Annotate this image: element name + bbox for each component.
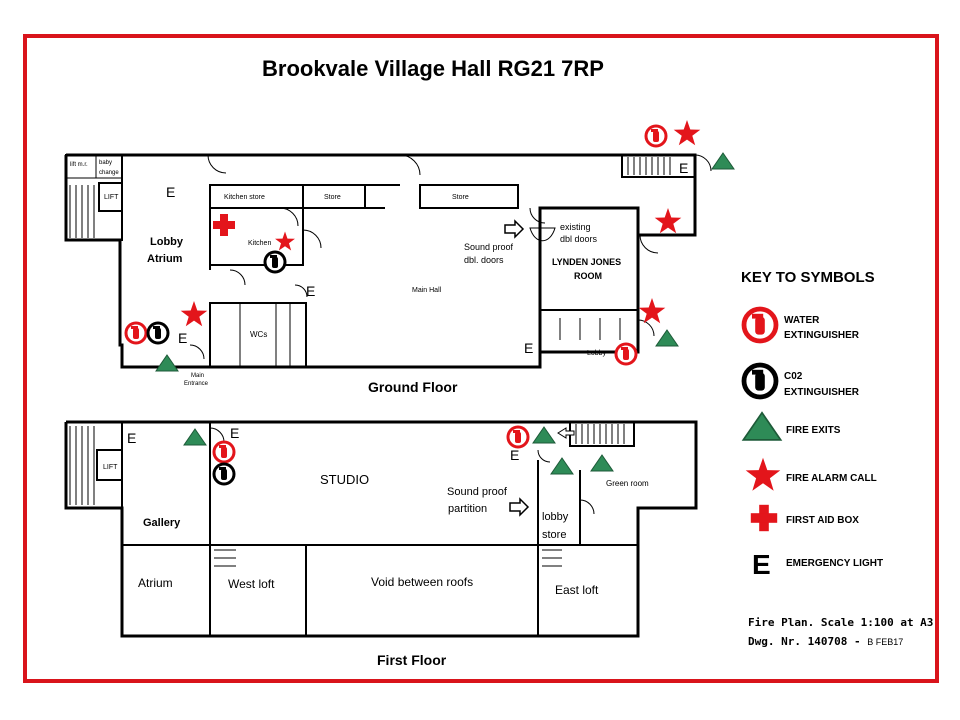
fire-alarm-call-icon	[654, 208, 682, 234]
emergency-light-icon: E	[679, 160, 688, 176]
fire-alarm-call-icon	[638, 298, 666, 324]
label-sound-proof-1: Sound proof	[464, 242, 514, 252]
emergency-light-icon: E	[524, 340, 533, 356]
water-extinguisher-icon	[506, 425, 530, 449]
emergency-light-icon: E	[178, 330, 187, 346]
page-border	[23, 34, 939, 683]
emergency-light-icon: E	[306, 283, 315, 299]
label-lobby: Lobby	[150, 236, 184, 248]
label-lynden-jones: LYNDEN JONES	[552, 257, 621, 267]
label-lift-mr: lift m.r.	[70, 162, 88, 168]
label-main-hall: Main Hall	[412, 287, 442, 294]
ground-floor-plan	[64, 153, 712, 369]
label-baby: baby	[99, 160, 112, 166]
co2-extinguisher-icon	[744, 365, 776, 397]
label-gallery: Gallery	[143, 517, 181, 529]
water-extinguisher-icon	[124, 321, 148, 345]
label-entrance: Entrance	[184, 381, 209, 387]
water-extinguisher-icon	[614, 342, 638, 366]
key-item-emergency: EMERGENCY LIGHT	[786, 558, 883, 569]
label-atrium-first: Atrium	[138, 576, 173, 590]
emergency-light-icon: E	[510, 447, 519, 463]
key-item-alarm: FIRE ALARM CALL	[786, 473, 877, 484]
emergency-light-icon: E	[166, 184, 175, 200]
label-room: ROOM	[574, 271, 602, 281]
label-main: Main	[191, 373, 204, 379]
label-atrium: Atrium	[147, 253, 183, 265]
water-extinguisher-icon	[744, 309, 776, 341]
label-change: change	[99, 170, 119, 176]
fire-exit-icon	[742, 411, 782, 441]
emergency-light-icon: E	[230, 425, 239, 441]
label-lobby-store-2: store	[542, 529, 566, 541]
fire-alarm-call-icon	[673, 120, 701, 146]
label-existing-1: existing	[560, 222, 591, 232]
emergency-light-icon: E	[127, 430, 136, 446]
label-west-loft: West loft	[228, 577, 275, 591]
footer-scale: Fire Plan. Scale 1:100 at A3	[748, 616, 933, 629]
first-floor-heading: First Floor	[377, 652, 447, 668]
ground-floor-heading: Ground Floor	[368, 379, 458, 395]
co2-extinguisher-icon	[212, 462, 236, 486]
co2-extinguisher-icon	[263, 250, 287, 274]
footer-dwg: Dwg. Nr. 140708 - B FEB17	[748, 635, 903, 648]
label-lift-ground: LIFT	[104, 194, 119, 201]
label-kitchen-store: Kitchen store	[224, 194, 265, 201]
key-item-first-aid: FIRST AID BOX	[786, 515, 859, 526]
water-extinguisher-icon	[644, 124, 668, 148]
label-store-1: Store	[324, 194, 341, 201]
fire-alarm-call-icon	[275, 231, 295, 251]
fire-exit-icon	[532, 426, 556, 444]
co2-extinguisher-icon	[146, 321, 170, 345]
label-lobby-store-1: lobby	[542, 511, 569, 523]
label-void: Void between roofs	[371, 575, 473, 589]
label-wcs: WCs	[250, 330, 267, 339]
key-heading: KEY TO SYMBOLS	[741, 269, 875, 286]
label-sound-partition-2: partition	[448, 503, 487, 515]
plan-title: Brookvale Village Hall RG21 7RP	[262, 56, 604, 81]
fire-exit-icon	[550, 457, 574, 475]
key-item-exit: FIRE EXITS	[786, 425, 841, 436]
fire-exit-icon	[183, 428, 207, 446]
first-floor-plan	[64, 420, 698, 638]
fire-alarm-call-icon	[745, 457, 781, 491]
key-item-co2-2: EXTINGUISHER	[784, 387, 860, 398]
label-studio: STUDIO	[320, 472, 369, 487]
label-sound-partition-1: Sound proof	[447, 486, 508, 498]
key-item-water-2: EXTINGUISHER	[784, 330, 860, 341]
first-aid-box-icon	[213, 214, 235, 236]
water-extinguisher-icon	[212, 440, 236, 464]
key-item-water-1: WATER	[784, 315, 820, 326]
fire-exit-icon	[655, 329, 679, 347]
label-kitchen: Kitchen	[248, 240, 271, 247]
key-item-co2-1: C02	[784, 371, 803, 382]
fire-alarm-call-icon	[180, 301, 208, 327]
fire-exit-icon	[155, 354, 179, 372]
label-lift-first: LIFT	[103, 464, 118, 471]
key-to-symbols: KEY TO SYMBOLS WATER EXTINGUISHER C02 EX…	[741, 269, 883, 580]
first-aid-box-icon	[750, 504, 778, 532]
partition-arrow-icon	[509, 497, 530, 517]
fire-exit-icon	[711, 152, 735, 170]
key-item-emergency-letter: E	[752, 549, 771, 580]
label-green-room: Green room	[606, 479, 649, 488]
label-store-2: Store	[452, 194, 469, 201]
label-lobby-small: Lobby	[587, 350, 607, 357]
sound-proof-arrow-icon	[504, 219, 525, 239]
label-east-loft: East loft	[555, 583, 599, 597]
label-sound-proof-2: dbl. doors	[464, 255, 504, 265]
fire-exit-icon	[590, 454, 614, 472]
label-existing-2: dbl doors	[560, 234, 598, 244]
